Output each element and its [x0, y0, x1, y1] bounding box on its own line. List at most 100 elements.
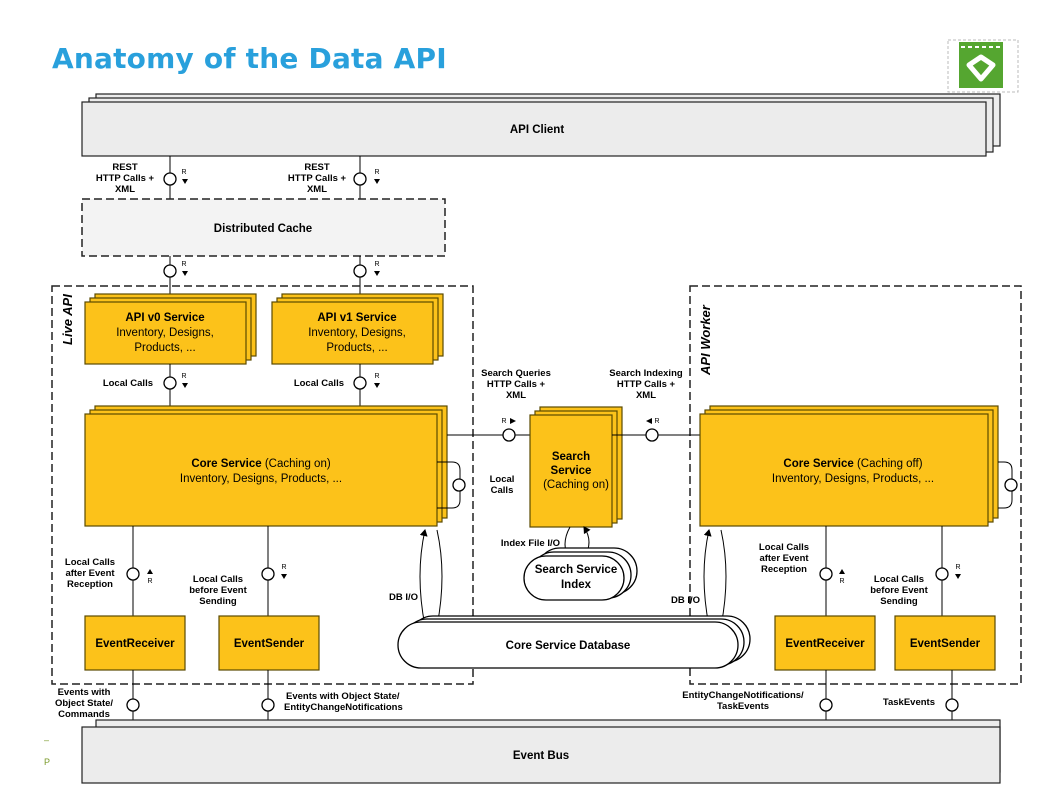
- local-calls-port-1: [163, 376, 177, 390]
- rest-label-2-line1: REST: [304, 162, 330, 173]
- local-calls-label-2: Local Calls: [294, 378, 344, 389]
- core-worker-line2: Inventory, Designs, Products, ...: [772, 473, 934, 485]
- search-local-calls-line2: Calls: [491, 485, 514, 496]
- api-v0-line2: Products, ...: [134, 342, 195, 354]
- search-service-box: [529, 414, 613, 528]
- bus-port-2: [261, 698, 275, 712]
- before-sending-live-line1: Local Calls: [193, 574, 243, 585]
- rest-label-2-line3: XML: [307, 184, 327, 195]
- r-mark: R: [501, 418, 506, 425]
- r-arrow: [374, 271, 380, 276]
- core-worker-box: [699, 413, 989, 527]
- event-sender-worker-box: [894, 615, 996, 671]
- index-file-io-label: Index File I/O: [501, 538, 560, 549]
- db-io-worker-arrow-1: [703, 529, 712, 627]
- r-arrow: [182, 179, 188, 184]
- r-mark: R: [181, 373, 186, 380]
- r-arrow: [281, 574, 287, 579]
- distributed-cache-label: Distributed Cache: [214, 223, 312, 235]
- worker-receiver-port: [819, 567, 833, 581]
- rest-label-1-line3: XML: [115, 184, 135, 195]
- db-io-worker-arrow-2: [718, 529, 727, 627]
- r-mark: R: [281, 564, 286, 571]
- r-arrow: [955, 574, 961, 579]
- events-live-receiver-line3: Commands: [58, 709, 110, 720]
- after-reception-worker-line3: Reception: [761, 564, 807, 575]
- event-sender-worker-label: EventSender: [910, 638, 981, 650]
- event-receiver-worker-box: [774, 615, 876, 671]
- search-index-line1: Search Service: [535, 564, 617, 576]
- bus-port-1: [126, 698, 140, 712]
- api-client-box: [81, 101, 987, 157]
- r-mark: R: [374, 373, 379, 380]
- api-client-label: API Client: [510, 124, 564, 136]
- r-arrow: [182, 383, 188, 388]
- before-sending-worker-line1: Local Calls: [874, 574, 924, 585]
- r-mark: R: [181, 169, 186, 176]
- api-v1-line1: Inventory, Designs,: [308, 327, 406, 339]
- api-v1-box: [271, 301, 434, 365]
- distributed-cache-box: [81, 198, 446, 257]
- events-live-sender-line1: Events with Object State/: [286, 691, 400, 702]
- rest-label-1-line2: HTTP Calls +: [96, 173, 155, 184]
- bus-port-3: [819, 698, 833, 712]
- core-live-title: Core Service (Caching on): [191, 458, 331, 470]
- brand-logo: [947, 39, 1019, 93]
- core-worker-self-port: [1004, 478, 1018, 492]
- live-receiver-port: [126, 567, 140, 581]
- events-live-receiver-line1: Events with: [58, 687, 111, 698]
- db-io-live-arrow-1: [419, 529, 428, 627]
- core-db-label: Core Service Database: [506, 640, 631, 652]
- search-indexing-port: [645, 428, 659, 442]
- r-mark: R: [839, 578, 844, 585]
- search-queries-port: [502, 428, 516, 442]
- bus-port-4: [945, 698, 959, 712]
- after-reception-live-line2: after Event: [65, 568, 115, 579]
- rest-port-1: [163, 172, 177, 186]
- event-receiver-live-label: EventReceiver: [95, 638, 175, 650]
- r-mark: R: [374, 261, 379, 268]
- live-api-region-label: Live API: [60, 294, 75, 345]
- core-live-box: [84, 413, 438, 527]
- local-calls-port-2: [353, 376, 367, 390]
- footer-mark: –: [44, 735, 50, 745]
- footer-mark-p: P: [44, 757, 51, 767]
- events-live-receiver-line2: Object State/: [55, 698, 113, 709]
- search-local-calls-line1: Local: [490, 474, 515, 485]
- after-reception-live-line3: Reception: [67, 579, 113, 590]
- local-calls-label-1: Local Calls: [103, 378, 153, 389]
- r-mark: R: [147, 578, 152, 585]
- r-mark: R: [181, 261, 186, 268]
- search-indexing-label-line1: Search Indexing: [609, 368, 683, 379]
- event-bus-box: [81, 726, 1001, 784]
- worker-sender-port: [935, 567, 949, 581]
- search-queries-label-line1: Search Queries: [481, 368, 551, 379]
- api-v0-title: API v0 Service: [125, 312, 204, 324]
- before-sending-worker-line2: before Event: [870, 585, 928, 596]
- api-worker-region-label: API Worker: [698, 304, 713, 376]
- before-sending-live-line3: Sending: [199, 596, 237, 607]
- core-worker-title: Core Service (Caching off): [783, 458, 922, 470]
- core-live-line2: Inventory, Designs, Products, ...: [180, 473, 342, 485]
- r-mark: R: [374, 169, 379, 176]
- search-indexing-label-line3: XML: [636, 390, 656, 401]
- event-receiver-worker-label: EventReceiver: [785, 638, 865, 650]
- db-io-worker-label: DB I/O: [671, 595, 700, 606]
- event-sender-live-box: [218, 615, 320, 671]
- api-worker-region: [689, 285, 1022, 685]
- core-db-box: [397, 621, 739, 669]
- api-v1-line2: Products, ...: [326, 342, 387, 354]
- r-mark: R: [654, 418, 659, 425]
- rest-label-2-line2: HTTP Calls +: [288, 173, 347, 184]
- search-service-line1: Search: [552, 451, 590, 463]
- search-service-line2: Service: [551, 465, 592, 477]
- search-queries-label-line3: XML: [506, 390, 526, 401]
- after-reception-live-line1: Local Calls: [65, 557, 115, 568]
- events-worker-receiver-line2: TaskEvents: [717, 701, 769, 712]
- live-api-region: [51, 285, 474, 685]
- events-worker-receiver-line1: EntityChangeNotifications/: [682, 690, 804, 701]
- search-queries-label-line2: HTTP Calls +: [487, 379, 546, 390]
- r-mark: R: [955, 564, 960, 571]
- cache-port-2: [353, 264, 367, 278]
- event-sender-live-label: EventSender: [234, 638, 305, 650]
